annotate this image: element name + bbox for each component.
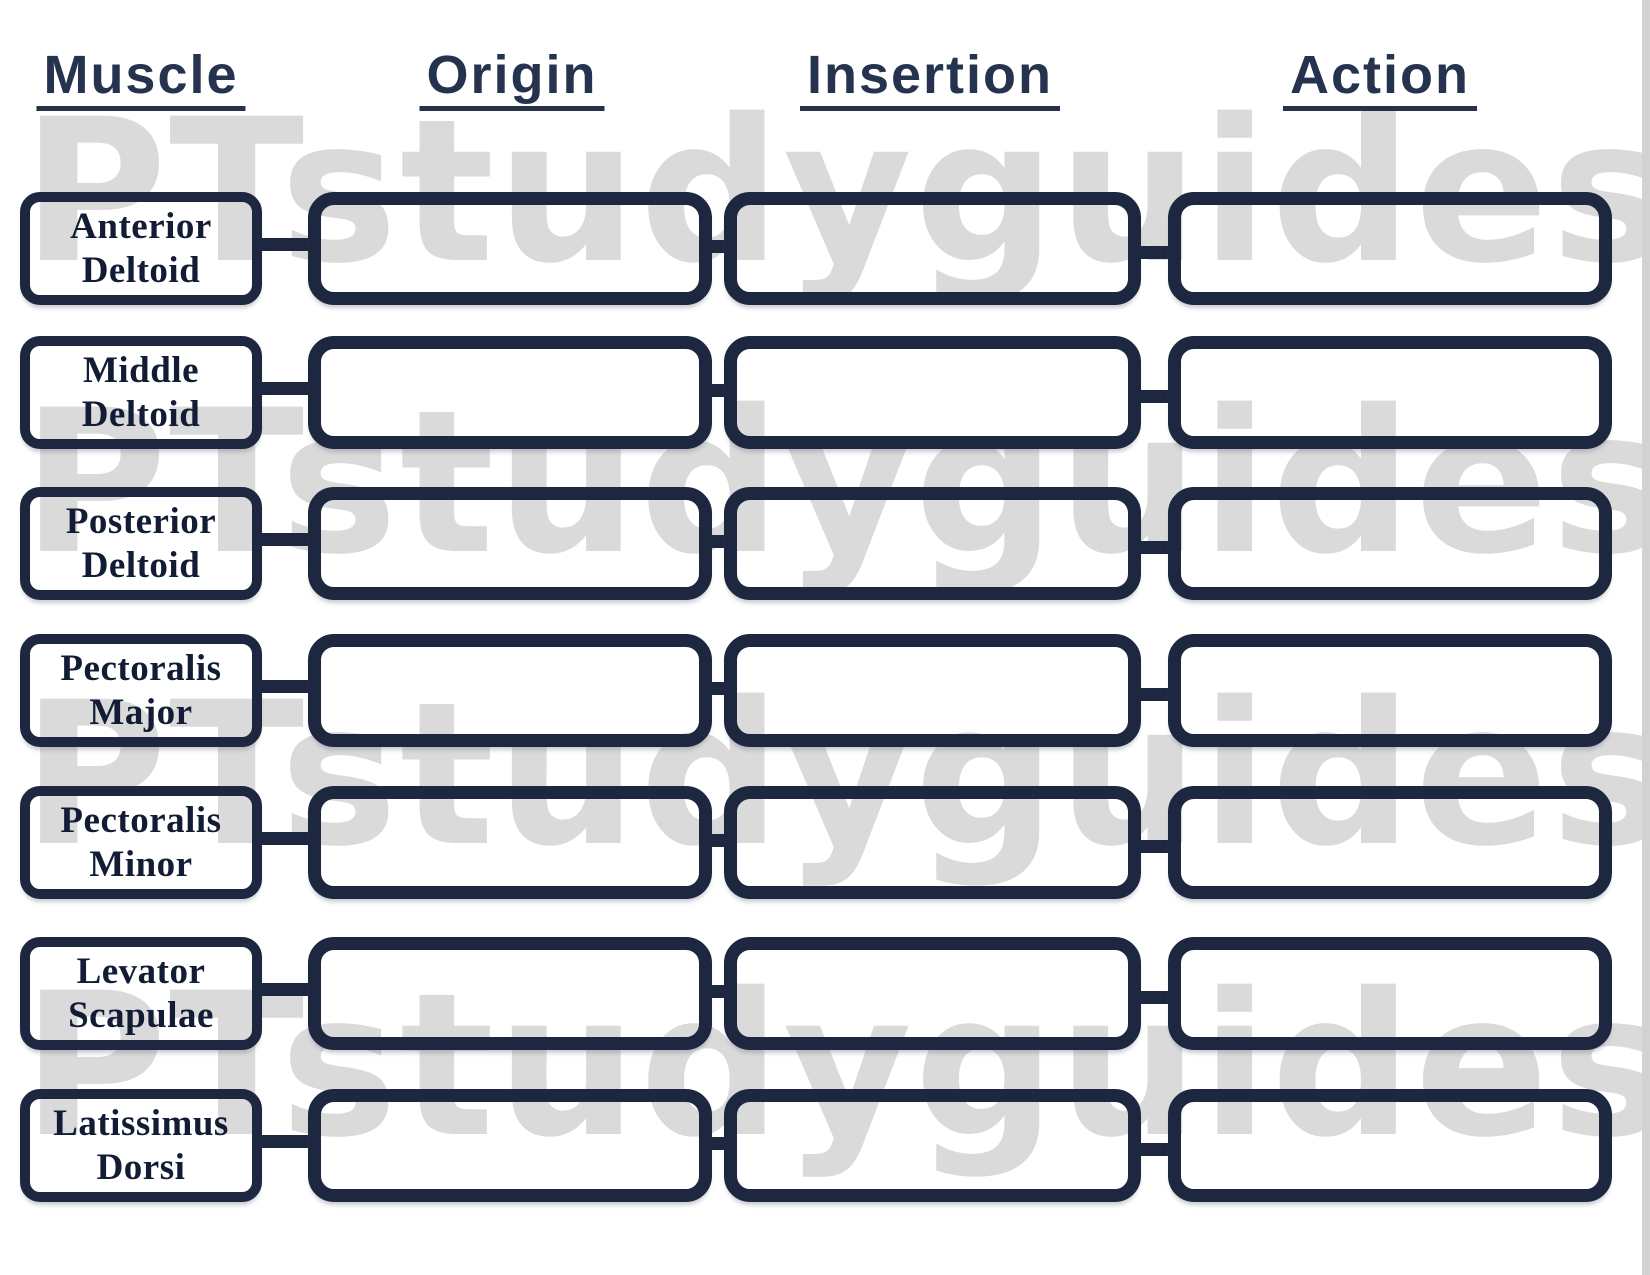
muscle-name-line: Anterior <box>70 205 212 247</box>
watermark-text: PTstudyguides <box>22 950 1650 1181</box>
muscle-name-line: Levator <box>76 950 206 992</box>
muscle-name-box: Posterior Deltoid <box>20 487 262 600</box>
connector-line <box>256 680 316 693</box>
origin-answer-box <box>308 336 712 449</box>
connector-line <box>1133 1143 1177 1156</box>
table-row: Levator Scapulae <box>0 937 1650 1050</box>
column-header-origin: Origin <box>419 48 605 111</box>
table-row: Anterior Deltoid <box>0 192 1650 305</box>
table-row: Middle Deltoid <box>0 336 1650 449</box>
connector-line <box>256 533 316 546</box>
muscle-name-line: Pectoralis <box>60 647 222 689</box>
origin-answer-box <box>308 634 712 747</box>
connector-line <box>1133 991 1177 1004</box>
insertion-answer-box <box>724 1089 1141 1202</box>
action-answer-box <box>1168 937 1612 1050</box>
muscle-name-box: Latissimus Dorsi <box>20 1089 262 1202</box>
muscle-name-line: Dorsi <box>96 1146 186 1188</box>
muscle-name-line: Deltoid <box>81 249 201 291</box>
connector-line <box>256 382 316 395</box>
muscle-name-line: Deltoid <box>81 393 201 435</box>
table-row: Pectoralis Major <box>0 634 1650 747</box>
connector-line <box>1133 840 1177 853</box>
connector-line <box>256 1135 316 1148</box>
muscle-name-line: Latissimus <box>53 1102 229 1144</box>
insertion-answer-box <box>724 192 1141 305</box>
column-header-muscle: Muscle <box>36 48 246 111</box>
muscle-name-line: Pectoralis <box>60 799 222 841</box>
table-row: Pectoralis Minor <box>0 786 1650 899</box>
insertion-answer-box <box>724 937 1141 1050</box>
connector-line <box>1133 246 1177 259</box>
muscle-name-line: Major <box>89 691 193 733</box>
connector-line <box>256 238 316 251</box>
action-answer-box <box>1168 786 1612 899</box>
muscle-name-line: Posterior <box>65 500 217 542</box>
connector-line <box>1133 541 1177 554</box>
page-edge-strip <box>1642 0 1650 1275</box>
insertion-answer-box <box>724 786 1141 899</box>
muscle-name-box: Levator Scapulae <box>20 937 262 1050</box>
muscle-name-box: Middle Deltoid <box>20 336 262 449</box>
connector-line <box>256 832 316 845</box>
muscle-name-line: Deltoid <box>81 544 201 586</box>
insertion-answer-box <box>724 634 1141 747</box>
muscle-name-box: Pectoralis Minor <box>20 786 262 899</box>
action-answer-box <box>1168 1089 1612 1202</box>
muscle-name-line: Scapulae <box>68 994 214 1036</box>
action-answer-box <box>1168 336 1612 449</box>
muscle-name-box: Pectoralis Major <box>20 634 262 747</box>
insertion-answer-box <box>724 336 1141 449</box>
origin-answer-box <box>308 487 712 600</box>
muscle-name-box: Anterior Deltoid <box>20 192 262 305</box>
table-row: Latissimus Dorsi <box>0 1089 1650 1202</box>
connector-line <box>1133 390 1177 403</box>
connector-line <box>256 983 316 996</box>
action-answer-box <box>1168 634 1612 747</box>
origin-answer-box <box>308 937 712 1050</box>
muscle-name-line: Middle <box>82 349 200 391</box>
muscle-name-line: Minor <box>89 843 193 885</box>
watermark-text: PTstudyguides <box>22 367 1650 598</box>
connector-line <box>1133 688 1177 701</box>
insertion-answer-box <box>724 487 1141 600</box>
watermark-text: PTstudyguides <box>22 76 1650 307</box>
column-header-action: Action <box>1283 48 1477 111</box>
table-row: Posterior Deltoid <box>0 487 1650 600</box>
origin-answer-box <box>308 192 712 305</box>
origin-answer-box <box>308 786 712 899</box>
action-answer-box <box>1168 487 1612 600</box>
action-answer-box <box>1168 192 1612 305</box>
origin-answer-box <box>308 1089 712 1202</box>
column-header-insertion: Insertion <box>799 48 1061 111</box>
